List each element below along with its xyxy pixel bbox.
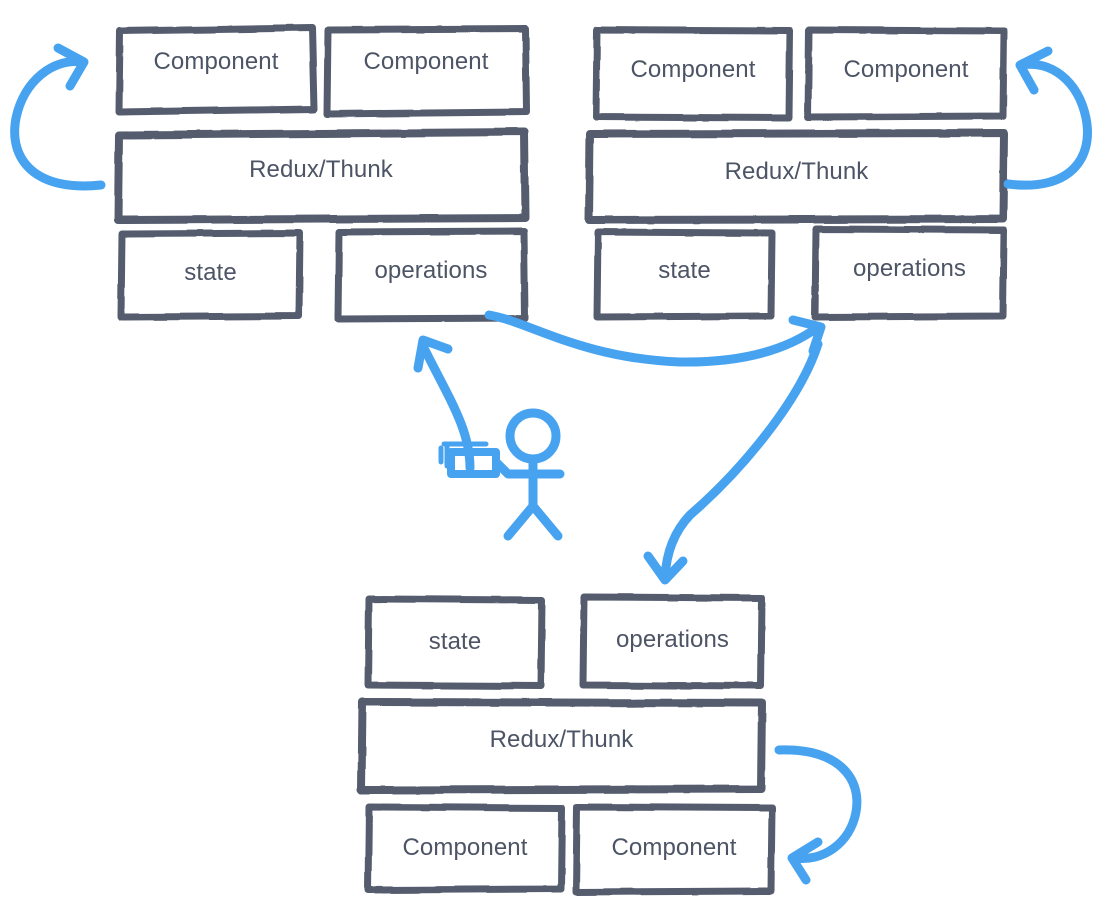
node-tr-operations[interactable] (811, 225, 1008, 321)
connector-arrow-top-left-feedback (10, 43, 106, 191)
label-b-operations: operations (580, 618, 765, 662)
stick-figure-head (505, 408, 561, 464)
label-b-component-2: Component (573, 826, 775, 870)
node-b-redux-thunk[interactable] (357, 698, 766, 794)
node-tl-component-2[interactable] (323, 25, 530, 118)
node-label-text: Redux/Thunk (724, 158, 869, 185)
node-b-operations[interactable] (579, 593, 766, 690)
node-label-text: Component (402, 834, 528, 861)
node-tl-component-1[interactable] (115, 24, 318, 116)
label-b-redux-thunk: Redux/Thunk (358, 718, 765, 762)
label-tl-component-2: Component (325, 40, 527, 84)
stick-figure (438, 408, 565, 541)
node-label-text: operations (374, 257, 488, 284)
node-label-text: state (658, 257, 711, 284)
group-top-right (585, 26, 1008, 321)
connector-arrow-top-right-feedback (1003, 46, 1092, 190)
label-tr-state: state (594, 249, 775, 293)
connector-arrow-bottom-feedback (774, 745, 862, 885)
node-label-text: state (184, 259, 237, 286)
group-bottom (357, 593, 776, 896)
label-tr-component-1: Component (593, 48, 793, 92)
laptop-icon (438, 441, 500, 478)
label-b-state: state (365, 620, 545, 664)
label-tl-state: state (118, 251, 303, 295)
label-tl-component-1: Component (117, 40, 315, 84)
node-b-component-1[interactable] (364, 803, 566, 894)
node-b-state[interactable] (364, 595, 546, 690)
node-label-text: Component (153, 48, 279, 75)
label-tr-operations: operations (812, 247, 1007, 291)
node-tr-component-1[interactable] (592, 26, 794, 122)
node-label-text: Component (630, 56, 756, 83)
node-label-text: Redux/Thunk (489, 726, 634, 753)
stick-figure-left-arm (492, 458, 538, 479)
label-b-component-1: Component (365, 826, 565, 870)
label-tl-redux-thunk: Redux/Thunk (115, 148, 527, 192)
node-label-text: operations (852, 255, 967, 282)
node-b-component-2[interactable] (572, 803, 776, 896)
node-label-text: Component (843, 56, 969, 83)
stick-figure-legs (503, 501, 563, 541)
node-tl-state[interactable] (117, 229, 304, 321)
node-tr-state[interactable] (593, 228, 776, 321)
label-tr-component-2: Component (805, 48, 1007, 92)
label-tr-redux-thunk: Redux/Thunk (586, 150, 1007, 194)
node-label-text: Component (363, 48, 489, 75)
node-label-text: state (428, 628, 482, 655)
connector-arrow-operations-to-operations (484, 310, 826, 367)
label-tl-operations: operations (335, 249, 527, 293)
node-label-text: Redux/Thunk (249, 156, 393, 183)
node-label-text: Component (611, 834, 737, 861)
connector-arrow-operations-to-bottom (643, 339, 823, 585)
node-tl-operations[interactable] (334, 227, 529, 323)
group-top-left (114, 24, 530, 323)
node-tr-redux-thunk[interactable] (585, 129, 1008, 224)
node-tr-component-2[interactable] (804, 26, 1008, 121)
node-label-text: operations (615, 626, 730, 653)
node-tl-redux-thunk[interactable] (114, 128, 529, 224)
